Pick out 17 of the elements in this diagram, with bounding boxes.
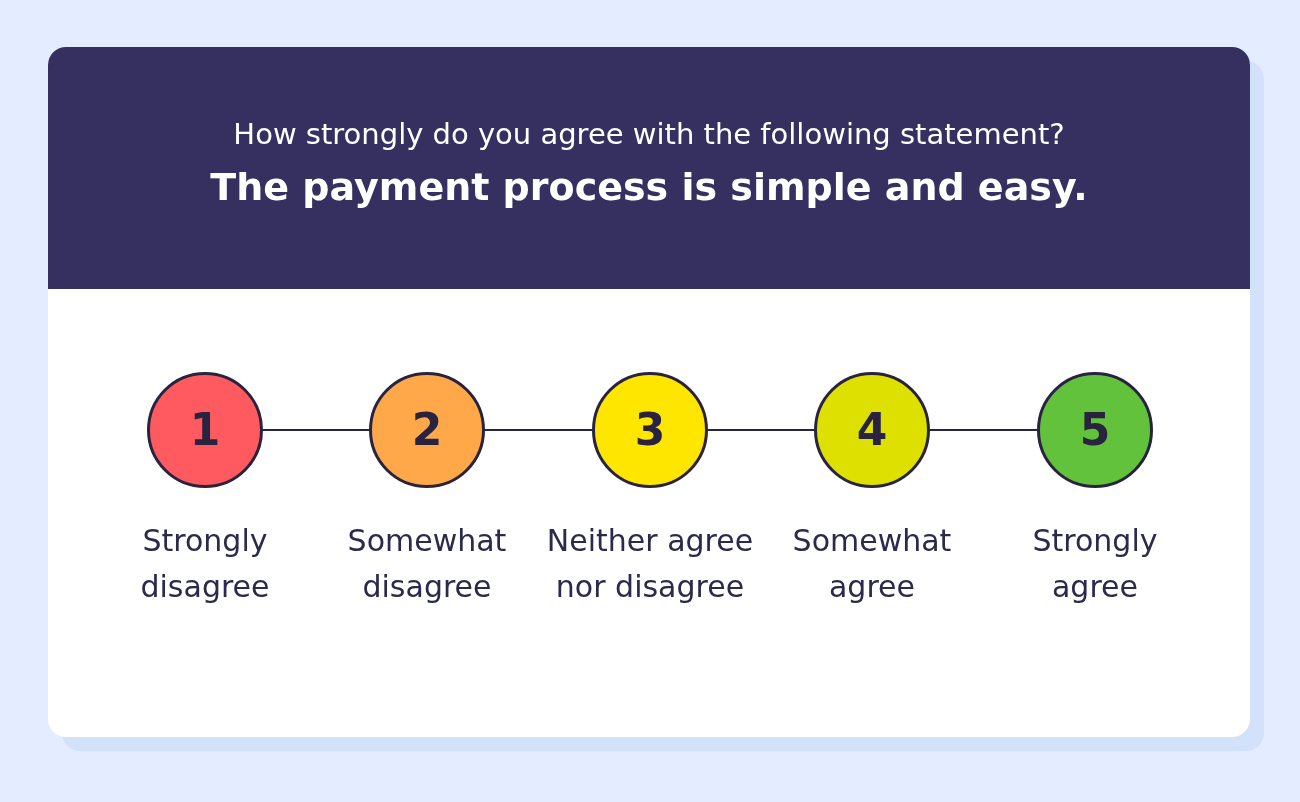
connector-line bbox=[262, 429, 370, 431]
option-label: Neither agree nor disagree bbox=[545, 522, 755, 606]
statement-text: The payment process is simple and easy. bbox=[209, 165, 1089, 209]
rating-number: 3 bbox=[633, 403, 667, 457]
header-band bbox=[48, 47, 1250, 289]
connector-line bbox=[707, 429, 815, 431]
option-label: Somewhat disagree bbox=[346, 522, 508, 606]
rating-number: 1 bbox=[188, 403, 222, 457]
rating-number: 2 bbox=[410, 403, 444, 457]
rating-number: 5 bbox=[1078, 403, 1112, 457]
rating-number: 4 bbox=[855, 403, 889, 457]
question-text: How strongly do you agree with the following statement? bbox=[232, 117, 1066, 151]
connector-line bbox=[484, 429, 593, 431]
connector-line bbox=[929, 429, 1038, 431]
option-label: Strongly disagree bbox=[139, 522, 271, 606]
option-label: Somewhat agree bbox=[791, 522, 953, 606]
option-label: Strongly agree bbox=[1031, 522, 1159, 606]
